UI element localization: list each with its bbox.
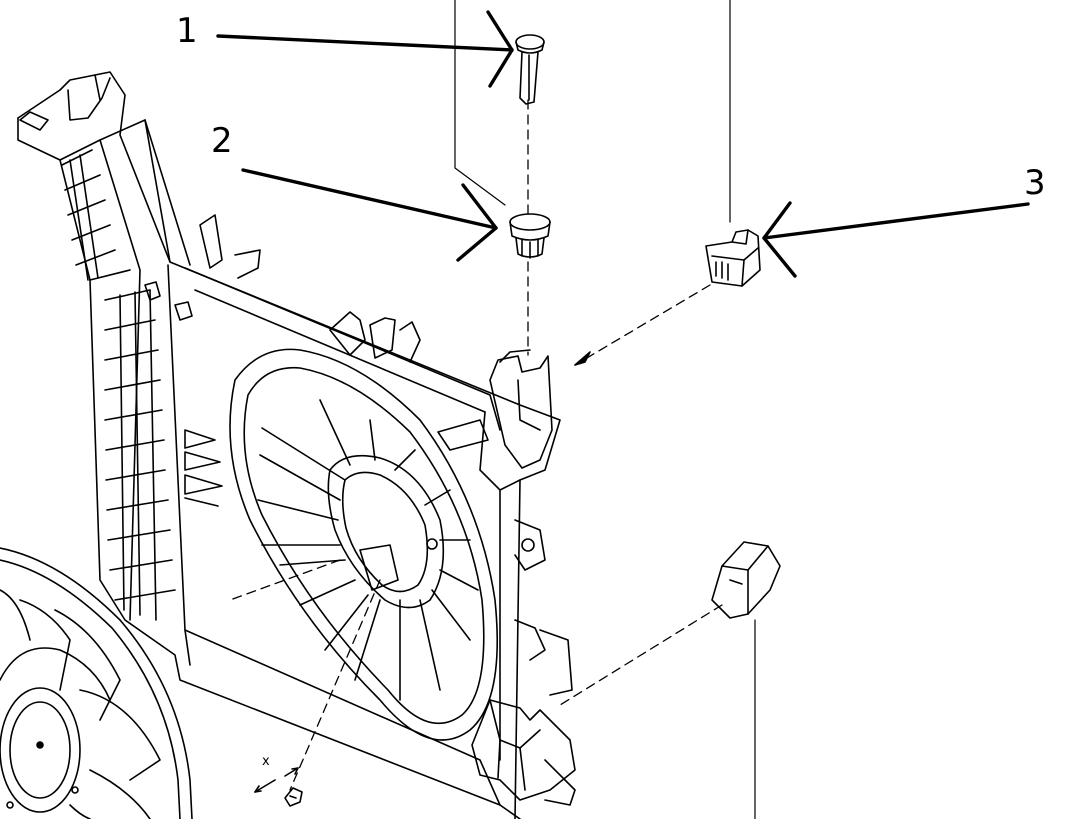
assembly-dash-lines xyxy=(229,99,723,791)
bracket-cover-part xyxy=(711,541,781,619)
callout-2-arrow xyxy=(241,168,498,230)
callout-arrows xyxy=(216,10,1030,278)
fan-rotor xyxy=(0,547,193,820)
screw-fastener xyxy=(254,767,303,807)
direction-label: x xyxy=(262,754,270,769)
clip-part xyxy=(705,229,761,287)
callout-label-1: 1 xyxy=(176,11,198,51)
top-leader-lines xyxy=(454,0,756,820)
shroud-opening xyxy=(229,348,498,741)
callout-label-3: 3 xyxy=(1024,163,1046,203)
callout-label-2: 2 xyxy=(211,121,233,161)
callout-3-arrow xyxy=(762,202,1030,240)
push-pin-part xyxy=(515,34,545,105)
fan-shroud-frame xyxy=(17,71,576,820)
callout-1-arrow xyxy=(216,34,514,52)
grommet-part xyxy=(509,213,551,259)
assembly-arrow-head xyxy=(574,351,591,366)
